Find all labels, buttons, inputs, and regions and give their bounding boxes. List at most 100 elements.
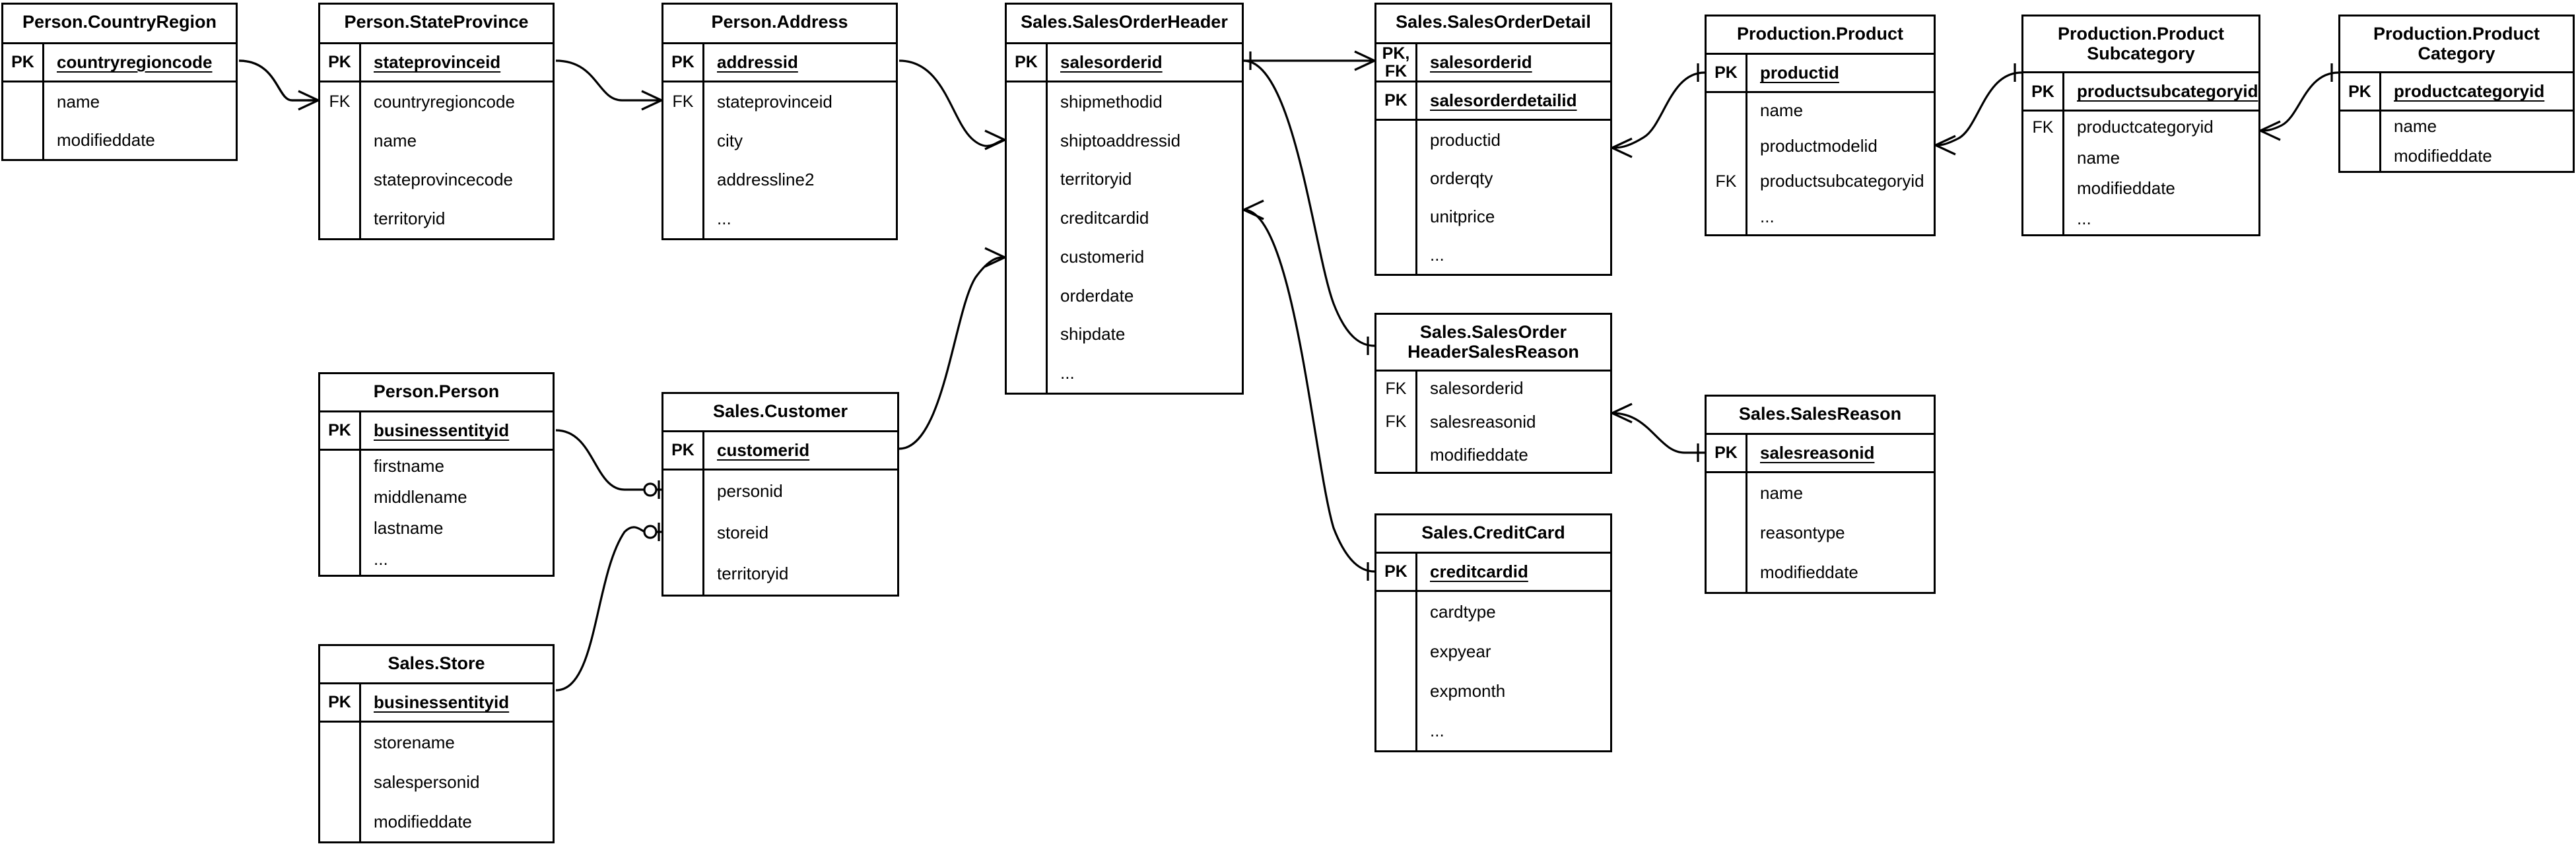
key-marker <box>1707 513 1747 552</box>
attribute-row[interactable]: customerid <box>1007 238 1242 277</box>
attribute-row[interactable]: name <box>2340 112 2573 142</box>
attribute-name: salesorderid <box>1060 52 1163 72</box>
attribute-row[interactable]: shiptoaddressid <box>1007 121 1242 160</box>
key-marker <box>1007 238 1048 277</box>
attribute-name: ... <box>717 209 731 228</box>
attribute-row[interactable]: firstname <box>320 451 553 482</box>
attribute-row[interactable]: shipdate <box>1007 315 1242 354</box>
attribute-row[interactable]: storeid <box>663 511 897 554</box>
attribute-row[interactable]: ... <box>1707 199 1934 234</box>
attribute-name: orderdate <box>1060 285 1134 306</box>
attribute-row[interactable]: productmodelid <box>1707 128 1934 164</box>
attribute-name: salespersonid <box>374 771 480 792</box>
attribute-row[interactable]: ... <box>663 199 896 238</box>
attribute-name: name <box>57 91 100 112</box>
attribute-row[interactable]: ... <box>1376 711 1610 750</box>
attribute-row[interactable]: productid <box>1376 121 1610 159</box>
attribute-row[interactable]: storename <box>320 723 553 762</box>
attribute-row[interactable]: shipmethodid <box>1007 82 1242 121</box>
attribute-name: salesorderid <box>1430 52 1532 72</box>
attribute-row[interactable]: name <box>1707 93 1934 129</box>
attribute-row[interactable]: name <box>320 121 553 160</box>
attribute-row[interactable]: expyear <box>1376 632 1610 671</box>
attribute-row[interactable]: ... <box>320 544 553 575</box>
key-marker <box>2023 173 2064 204</box>
attribute-row[interactable]: reasontype <box>1707 513 1934 552</box>
attribute-row[interactable]: modifieddate <box>3 121 236 159</box>
key-marker <box>663 199 704 238</box>
attribute-row[interactable]: city <box>663 121 896 160</box>
attribute-row[interactable]: personid <box>663 471 897 512</box>
attribute-row[interactable]: modifieddate <box>2023 173 2258 204</box>
attribute-row[interactable]: creditcardid <box>1007 199 1242 238</box>
attribute-row[interactable]: territoryid <box>663 553 897 595</box>
attribute-row[interactable]: modifieddate <box>320 802 553 841</box>
attribute-row[interactable]: orderdate <box>1007 276 1242 315</box>
key-marker <box>320 544 361 575</box>
attribute-name: shipdate <box>1060 324 1126 344</box>
attribute-row[interactable]: orderqty <box>1376 159 1610 197</box>
key-marker <box>1376 438 1417 472</box>
attribute-row[interactable]: stateprovincecode <box>320 160 553 199</box>
attribute-row[interactable]: territoryid <box>320 199 553 238</box>
attribute-row[interactable]: expmonth <box>1376 671 1610 711</box>
attribute-row[interactable]: cardtype <box>1376 592 1610 632</box>
attribute-row[interactable]: salespersonid <box>320 762 553 802</box>
attribute-row[interactable]: name <box>2023 142 2258 174</box>
attribute-row[interactable]: ... <box>2023 203 2258 235</box>
attribute-name: stateprovincecode <box>374 170 514 189</box>
attribute-row[interactable]: ... <box>1376 236 1610 274</box>
key-marker <box>3 121 44 159</box>
entity-title: Sales.SalesOrderDetail <box>1376 5 1610 44</box>
key-marker <box>1007 82 1048 121</box>
attribute-row[interactable]: lastname <box>320 513 553 544</box>
attribute-row[interactable]: name <box>3 82 236 121</box>
attribute-row[interactable]: name <box>1707 473 1934 513</box>
attribute-row[interactable]: ... <box>1007 354 1242 393</box>
attribute-row[interactable]: modifieddate <box>2340 141 2573 171</box>
attribute-row[interactable]: modifieddate <box>1376 438 1610 472</box>
attribute-row[interactable]: middlename <box>320 482 553 513</box>
attribute-row[interactable]: territoryid <box>1007 160 1242 199</box>
attribute-row[interactable]: unitprice <box>1376 197 1610 236</box>
attribute-row[interactable]: addressline2 <box>663 160 896 199</box>
attribute-row[interactable]: modifieddate <box>1707 552 1934 592</box>
